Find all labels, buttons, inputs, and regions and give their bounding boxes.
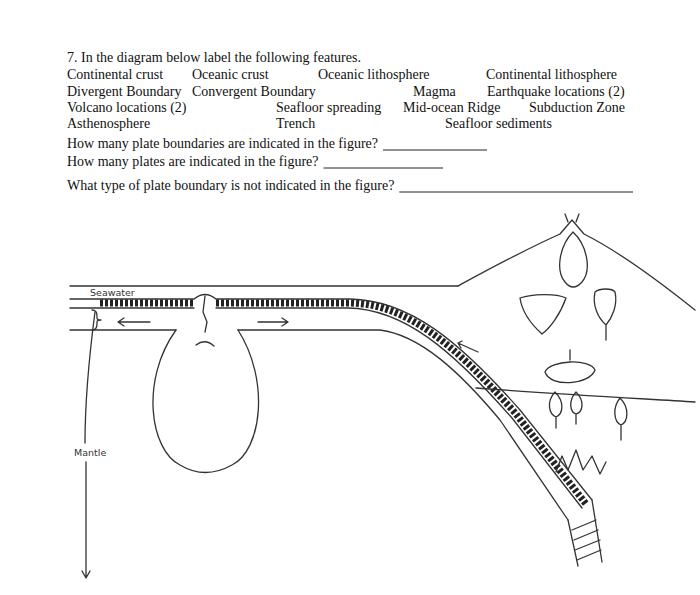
question-text: How many plate boundaries are indicated … [67,136,378,152]
magma-blob [520,295,566,334]
word-bank-term: Asthenosphere [67,116,150,132]
mantle-arrow [82,462,90,578]
magma-blob [560,232,588,287]
magma-chamber [153,330,259,473]
ridge-crack [203,296,207,332]
motion-arrow [458,341,478,352]
question-heading: 7. In the diagram below label the follow… [67,50,361,66]
word-bank-term: Trench [276,116,315,132]
continental-base [476,388,695,402]
magma-blob [594,289,616,340]
lithosphere-base [70,330,568,520]
seafloor-line [70,295,592,501]
slab-end [568,500,602,566]
question-text: How many plates are indicated in the fig… [67,154,319,170]
word-bank-term: Continental crust [67,67,163,83]
magma-detail [196,342,214,346]
diagram-label: Seawater [90,288,135,298]
magma-blob [615,398,627,440]
word-bank-term: Seafloor spreading [276,100,381,116]
word-bank-term: Oceanic lithosphere [318,67,430,83]
sediment-hatch [100,303,586,504]
word-bank-term: Earthquake locations (2) [487,84,625,100]
magma-blob [571,392,582,424]
magma-blob [549,392,561,428]
sediment-base [70,308,582,508]
answer-blank [399,192,633,193]
answer-blank [324,168,443,169]
diagram-label: Mantle [74,448,106,458]
question-text: What type of plate boundary is not indic… [67,178,394,194]
continent-outline [458,220,695,310]
motion-arrow [258,318,288,326]
earthquake-scribble [556,450,606,474]
word-bank-term: Volcano locations (2) [67,100,187,116]
word-bank-term: Magma [413,84,456,100]
word-bank-term: Seafloor sediments [445,116,552,132]
magma-blob [545,350,595,383]
mantle-leader [85,312,95,443]
word-bank-term: Divergent Boundary [67,84,181,100]
word-bank-term: Subduction Zone [529,100,625,116]
word-bank-term: Mid-ocean Ridge [403,100,501,116]
slab-end-hatch [572,520,601,560]
motion-arrow [118,318,150,326]
answer-blank [383,150,487,151]
word-bank-term: Oceanic crust [192,67,269,83]
word-bank-term: Convergent Boundary [192,84,316,100]
volcano-vent [565,214,579,222]
word-bank-term: Continental lithosphere [486,67,617,83]
sea-surface [70,285,458,286]
